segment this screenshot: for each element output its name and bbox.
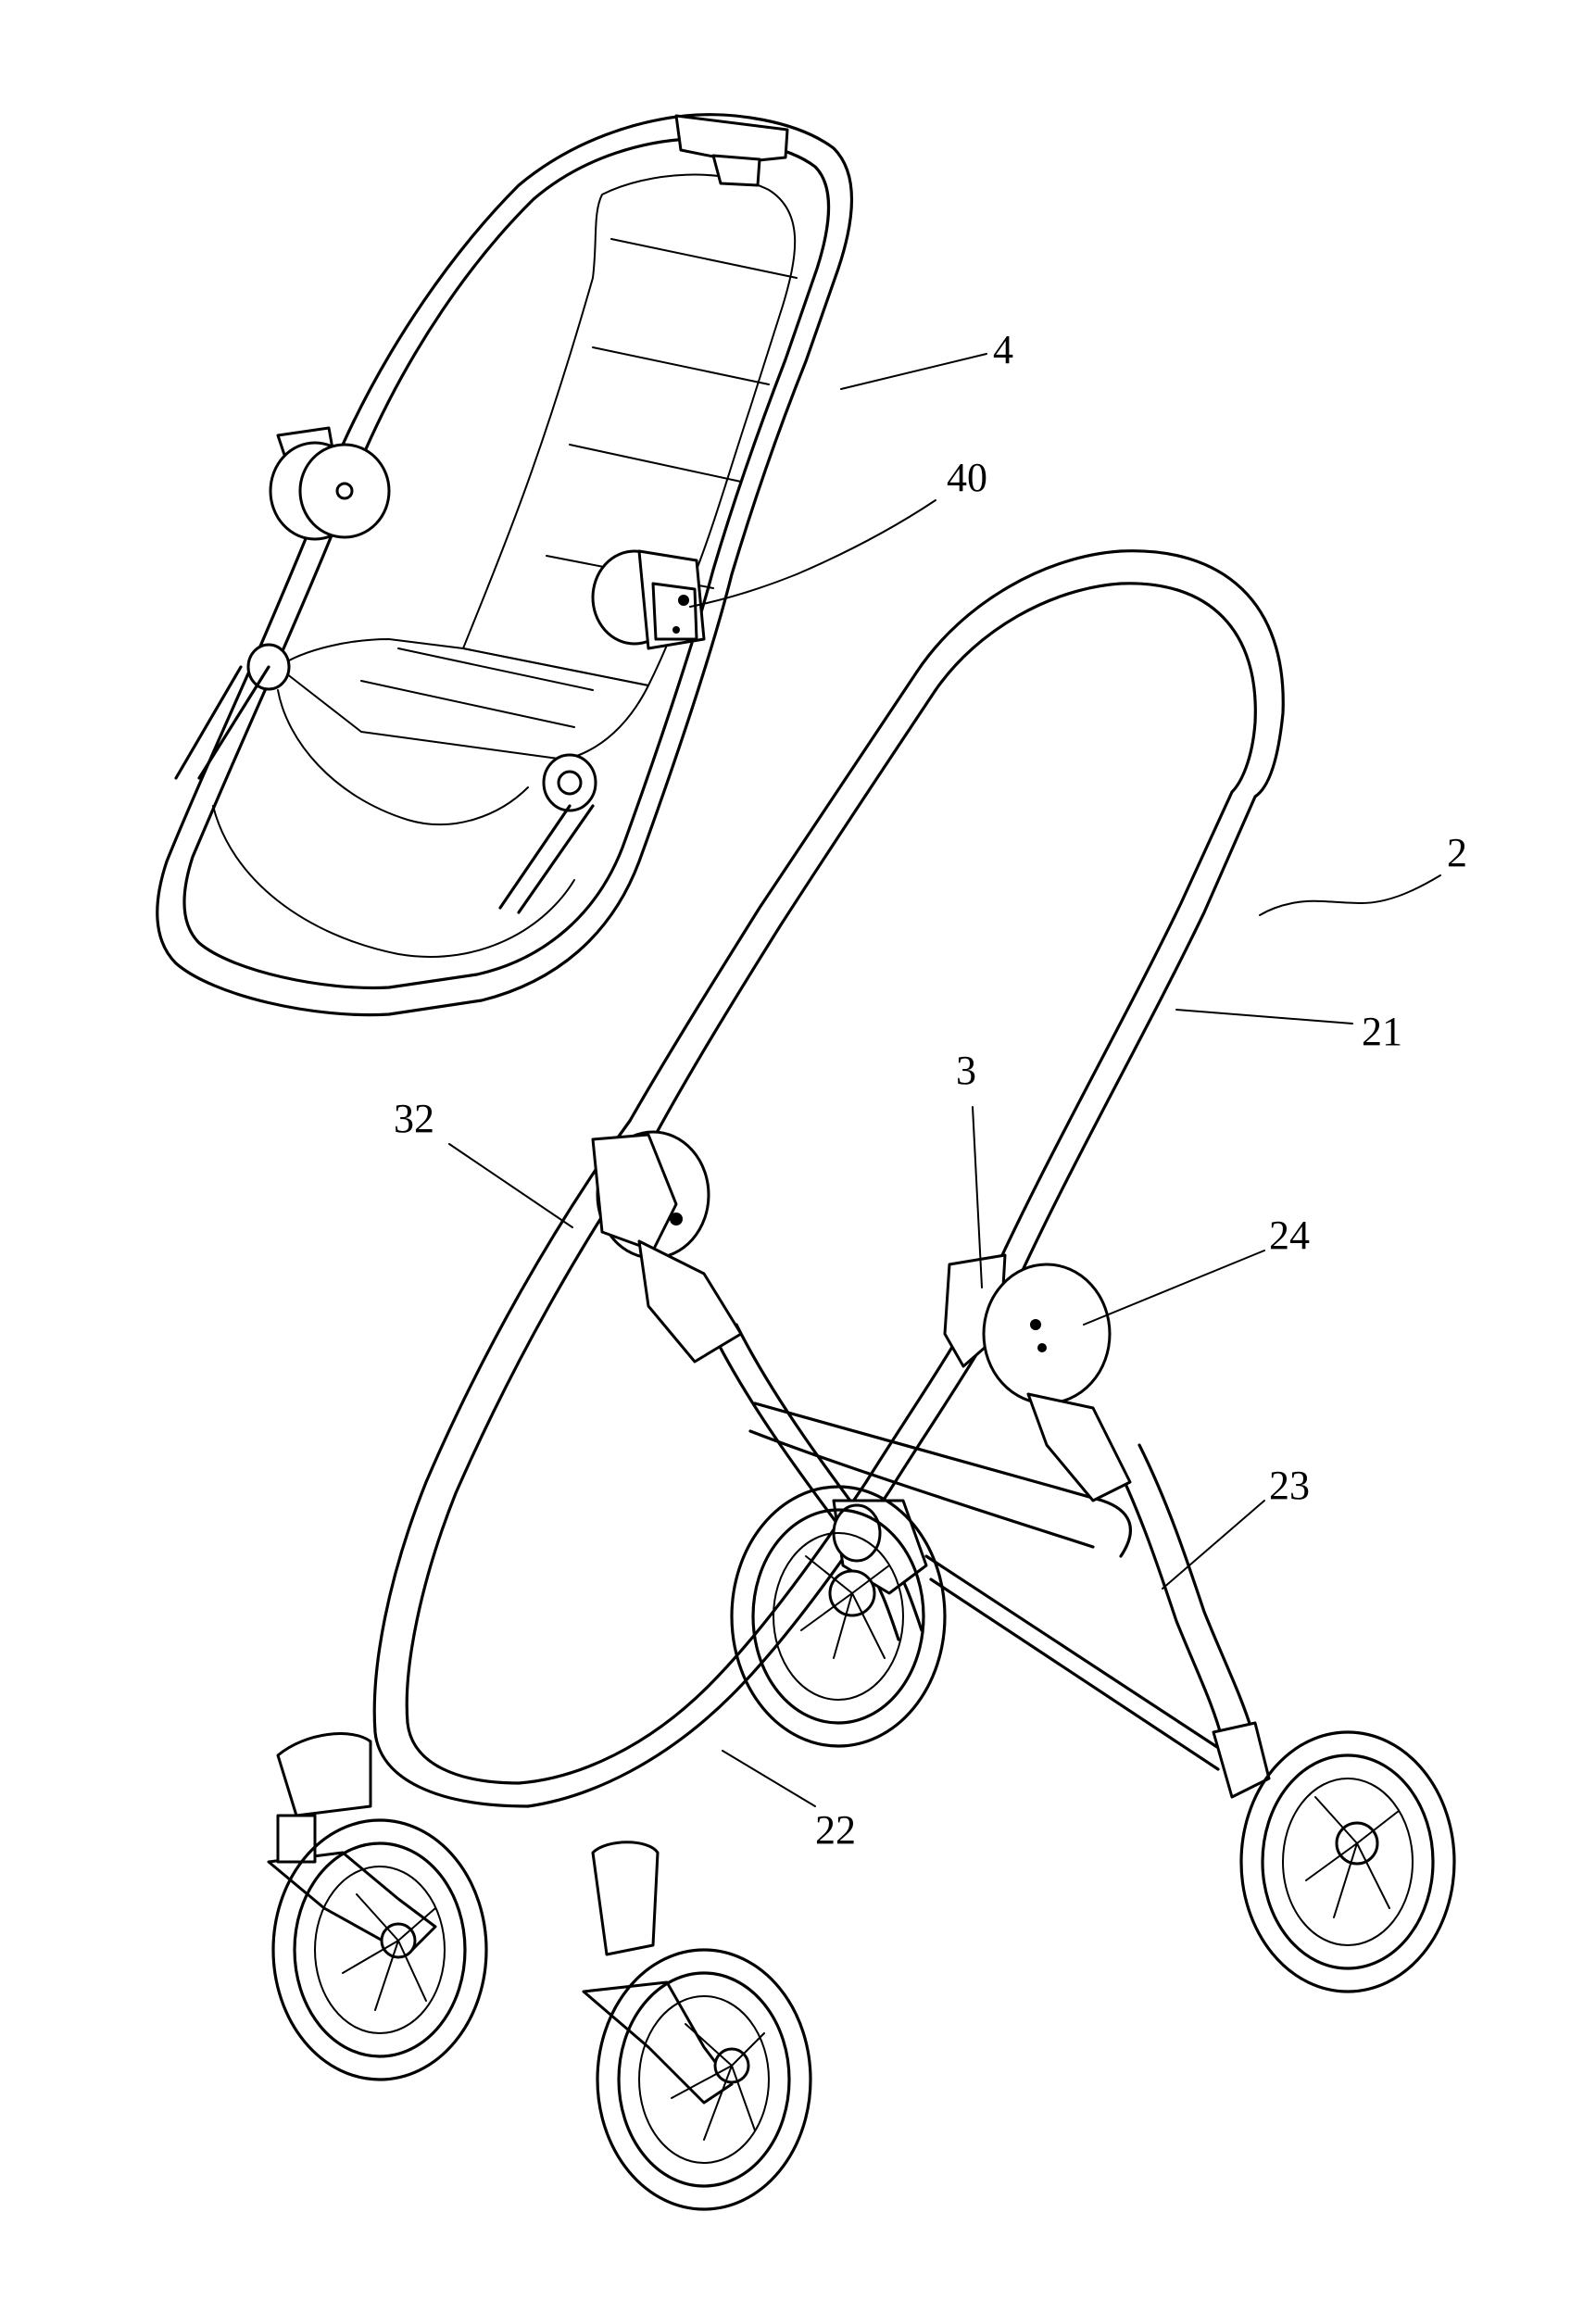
leader-line-23: [1162, 1501, 1264, 1589]
label-handle-tube: 21: [1362, 1009, 1402, 1054]
seat-footrest: [278, 690, 528, 824]
leader-line-4: [841, 354, 987, 389]
label-rear-leg: 23: [1269, 1463, 1310, 1508]
label-frame: 2: [1447, 830, 1467, 875]
leader-line-24: [1084, 1251, 1264, 1325]
label-hinge-joint: 24: [1269, 1213, 1310, 1258]
leader-line-32: [449, 1144, 572, 1227]
leader-line-22: [723, 1751, 815, 1806]
seat-slat: [361, 681, 574, 727]
wheel-front-left: [273, 1820, 486, 2080]
rear-axle-lower: [931, 1579, 1218, 1769]
seat-left-hub: [270, 428, 389, 539]
label-seat-connector: 40: [947, 455, 987, 500]
rear-leg-right: [1112, 1454, 1223, 1741]
seat-top-clip: [713, 156, 760, 185]
seat-right-hub: [593, 551, 704, 648]
label-lock-device-left: 32: [394, 1096, 434, 1141]
left-upper-tube-inner: [653, 690, 936, 1139]
seat-base: [278, 639, 648, 760]
wheel-rear-right: [1241, 1732, 1454, 1992]
rear-axle: [926, 1556, 1223, 1751]
leader-line-2: [1260, 875, 1440, 915]
seat-slat: [611, 239, 797, 278]
seat-outer-frame: [157, 115, 852, 1015]
seat-footrest-edge: [213, 806, 574, 957]
seat-side-tube: [500, 806, 570, 908]
label-lock-device: 3: [956, 1048, 976, 1093]
rear-leg-right-inner: [1139, 1445, 1252, 1732]
reference-labels: 4 40 2 21 3 24 23 22 32: [394, 327, 1467, 1853]
stroller-frame: [269, 551, 1283, 2103]
left-upper-tube: [630, 672, 917, 1121]
seat-slat: [570, 445, 741, 482]
left-hinge-lock: [593, 1132, 741, 1362]
seat-lower-joint-pin: [559, 772, 581, 794]
seat-side-tube: [519, 806, 593, 912]
seat-assembly: [157, 115, 852, 1015]
leader-line-21: [1176, 1010, 1352, 1024]
seat-outer-frame-inner: [184, 138, 829, 987]
label-seat: 4: [993, 327, 1013, 372]
label-front-leg: 22: [815, 1807, 856, 1853]
seat-slat: [593, 347, 769, 384]
front-caster-left: [269, 1734, 435, 1954]
front-leg-left: [374, 1121, 630, 1806]
